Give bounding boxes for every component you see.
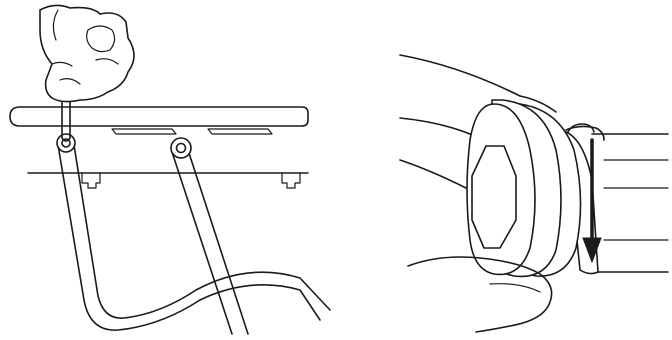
- rail-bar: [9, 106, 309, 174]
- pull-down-arrow-icon: [582, 138, 602, 264]
- pull-down-panel: [399, 54, 669, 333]
- rail-slots: [111, 128, 273, 135]
- hook-insertion-panel: [9, 4, 331, 335]
- collar-ring: [567, 123, 595, 133]
- hook-tool: [61, 95, 71, 142]
- hand-lower: [407, 256, 553, 333]
- wire-loop: [56, 133, 331, 335]
- hand-left: [39, 4, 135, 103]
- rail-feet: [81, 172, 301, 189]
- knob-cap: [466, 99, 582, 278]
- hand-upper: [399, 54, 557, 189]
